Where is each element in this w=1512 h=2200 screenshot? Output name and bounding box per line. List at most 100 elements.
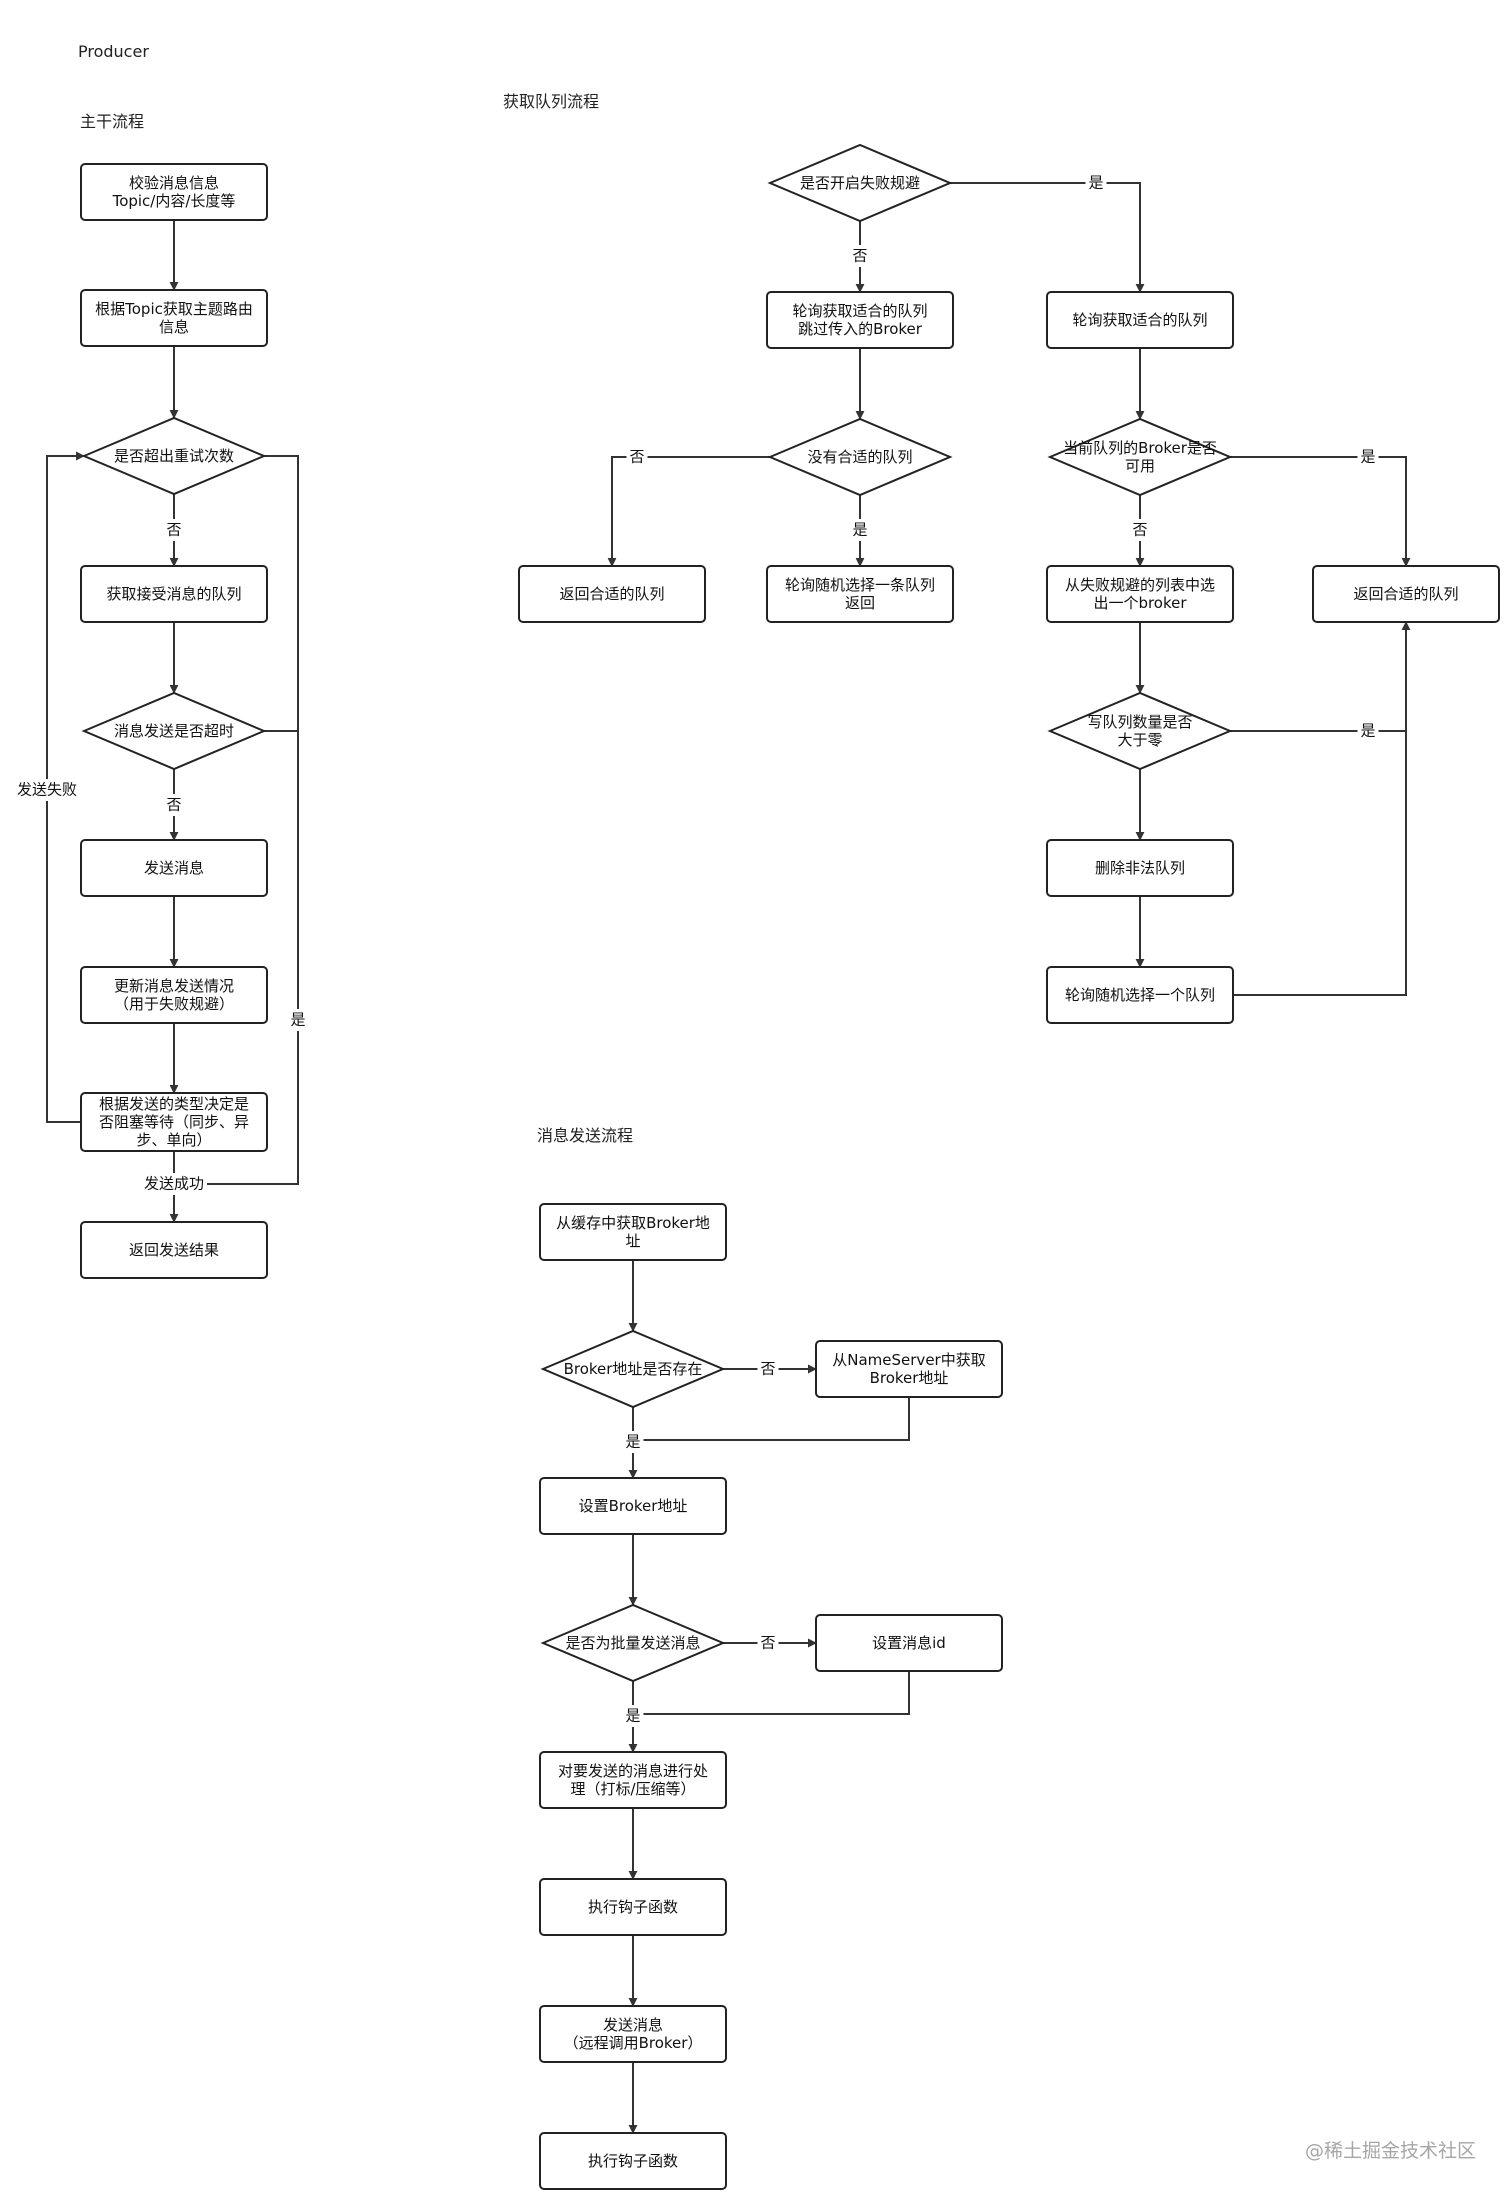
label-send-success-text: 发送成功 [144, 1175, 204, 1193]
node-send-message: 发送消息 [80, 839, 268, 897]
label-batch-yes-bg [622, 1705, 644, 1727]
label-none-no-bg [626, 446, 648, 468]
label-avoid-yes-text: 是 [1088, 174, 1103, 192]
label-retry-yes: 是 [287, 1009, 309, 1031]
node-return-queue-left-text: 返回合适的队列 [559, 585, 664, 603]
node-return-queue-right: 返回合适的队列 [1312, 565, 1500, 623]
node-return-result-text: 返回发送结果 [129, 1241, 219, 1259]
heading-producer: Producer [78, 42, 149, 61]
node-remote-send: 发送消息（远程调用Broker） [539, 2005, 727, 2063]
label-broker-yes-text: 是 [1360, 448, 1375, 466]
edge-nameserver-merge [633, 1397, 910, 1441]
node-broker-address-check-text: Broker地址是否存在 [564, 1360, 703, 1378]
node-poll-queue-box [1046, 291, 1234, 349]
node-broker-available-check: 当前队列的Broker是否可用 [1047, 417, 1233, 497]
node-avoid-check-text: 是否开启失败规避 [800, 174, 920, 192]
node-set-message-id-text: 设置消息id [872, 1634, 946, 1652]
label-addr-yes-text: 是 [625, 1433, 640, 1451]
label-broker-no-bg [1129, 519, 1151, 541]
node-random-one-queue: 轮询随机选择一条队列返回 [766, 565, 954, 623]
edge-random-return [1233, 621, 1411, 996]
label-batch-no-text: 否 [760, 1634, 775, 1652]
label-retry-no: 否 [163, 519, 185, 541]
label-retry-yes-bg [287, 1009, 309, 1031]
label-send-fail-text: 发送失败 [17, 781, 77, 799]
label-batch-no: 否 [757, 1632, 779, 1654]
node-get-queue: 获取接受消息的队列 [80, 565, 268, 623]
label-timeout-no: 否 [163, 794, 185, 816]
node-broker-available-check-text: 当前队列的Broker是否可用 [1063, 439, 1217, 475]
node-process-message: 对要发送的消息进行处理（打标/压缩等） [539, 1751, 727, 1809]
node-decide-blocking-text: 根据发送的类型决定是否阻塞等待（同步、异步、单向） [99, 1095, 249, 1149]
node-return-queue-right-text: 返回合适的队列 [1353, 585, 1458, 603]
node-pick-broker: 从失败规避的列表中选出一个broker [1046, 565, 1234, 623]
node-write-queue-count-check-shape [1047, 691, 1233, 771]
node-timeout-check-shape [81, 691, 267, 771]
node-execute-hook-1: 执行钩子函数 [539, 1878, 727, 1936]
node-set-message-id: 设置消息id [815, 1614, 1003, 1672]
node-broker-available-check-shape [1047, 417, 1233, 497]
node-retry-check-text: 是否超出重试次数 [114, 447, 234, 465]
edge-setid-merge [633, 1671, 910, 1715]
node-get-from-nameserver-box [815, 1340, 1003, 1398]
node-return-queue-left: 返回合适的队列 [518, 565, 706, 623]
node-return-result-box [80, 1221, 268, 1279]
node-set-broker-address: 设置Broker地址 [539, 1477, 727, 1535]
label-broker-no: 否 [1129, 519, 1151, 541]
label-addr-no-bg [757, 1358, 779, 1380]
label-avoid-no-text: 否 [852, 247, 867, 265]
label-addr-no: 否 [757, 1358, 779, 1380]
label-broker-no-text: 否 [1132, 521, 1147, 539]
label-send-fail-bg [14, 779, 80, 801]
node-random-one-queue-text: 轮询随机选择一条队列返回 [785, 576, 935, 612]
label-broker-yes-bg [1357, 446, 1379, 468]
watermark: @稀土掘金技术社区 [1305, 2140, 1477, 2162]
edge-none-no [607, 456, 770, 567]
node-avoid-check-shape [767, 143, 953, 223]
node-send-message-box [80, 839, 268, 897]
label-addr-yes: 是 [622, 1431, 644, 1453]
label-none-yes-text: 是 [852, 521, 867, 539]
node-retry-check: 是否超出重试次数 [81, 416, 267, 496]
label-count-yes-bg [1357, 720, 1379, 742]
label-count-yes: 是 [1357, 720, 1379, 742]
node-return-queue-right-box [1312, 565, 1500, 623]
node-remote-send-text: 发送消息（远程调用Broker） [564, 2016, 703, 2052]
node-pick-broker-text: 从失败规避的列表中选出一个broker [1065, 576, 1215, 612]
label-addr-yes-bg [622, 1431, 644, 1453]
label-addr-no-text: 否 [760, 1360, 775, 1378]
node-avoid-check: 是否开启失败规避 [767, 143, 953, 223]
label-send-fail: 发送失败 [14, 779, 80, 801]
node-decide-blocking-box [80, 1092, 268, 1152]
node-update-send-status-text: 更新消息发送情况（用于失败规避） [114, 977, 234, 1013]
node-set-message-id-box [815, 1614, 1003, 1672]
label-avoid-yes: 是 [1085, 172, 1107, 194]
node-poll-queue: 轮询获取适合的队列 [1046, 291, 1234, 349]
node-get-broker-from-cache-text: 从缓存中获取Broker地址 [556, 1214, 710, 1250]
node-delete-invalid-queue: 删除非法队列 [1046, 839, 1234, 897]
node-update-send-status-box [80, 966, 268, 1024]
label-retry-yes-text: 是 [290, 1011, 305, 1029]
node-no-queue-check-text: 没有合适的队列 [807, 448, 912, 466]
label-none-yes: 是 [849, 519, 871, 541]
node-delete-invalid-queue-text: 删除非法队列 [1095, 859, 1185, 877]
node-get-queue-text: 获取接受消息的队列 [106, 585, 241, 603]
label-none-no: 否 [626, 446, 648, 468]
node-batch-check-text: 是否为批量发送消息 [565, 1634, 700, 1652]
label-broker-yes: 是 [1357, 446, 1379, 468]
node-process-message-text: 对要发送的消息进行处理（打标/压缩等） [558, 1762, 708, 1798]
node-poll-queue-text: 轮询获取适合的队列 [1072, 311, 1207, 329]
node-get-topic-route-text: 根据Topic获取主题路由信息 [95, 300, 253, 336]
node-set-broker-address-box [539, 1477, 727, 1535]
node-poll-skip-broker: 轮询获取适合的队列跳过传入的Broker [766, 291, 954, 349]
node-retry-check-shape [81, 416, 267, 496]
label-batch-yes: 是 [622, 1705, 644, 1727]
node-timeout-check: 消息发送是否超时 [81, 691, 267, 771]
node-poll-skip-broker-box [766, 291, 954, 349]
node-poll-skip-broker-text: 轮询获取适合的队列跳过传入的Broker [792, 302, 927, 338]
node-remote-send-box [539, 2005, 727, 2063]
node-get-topic-route-box [80, 289, 268, 347]
